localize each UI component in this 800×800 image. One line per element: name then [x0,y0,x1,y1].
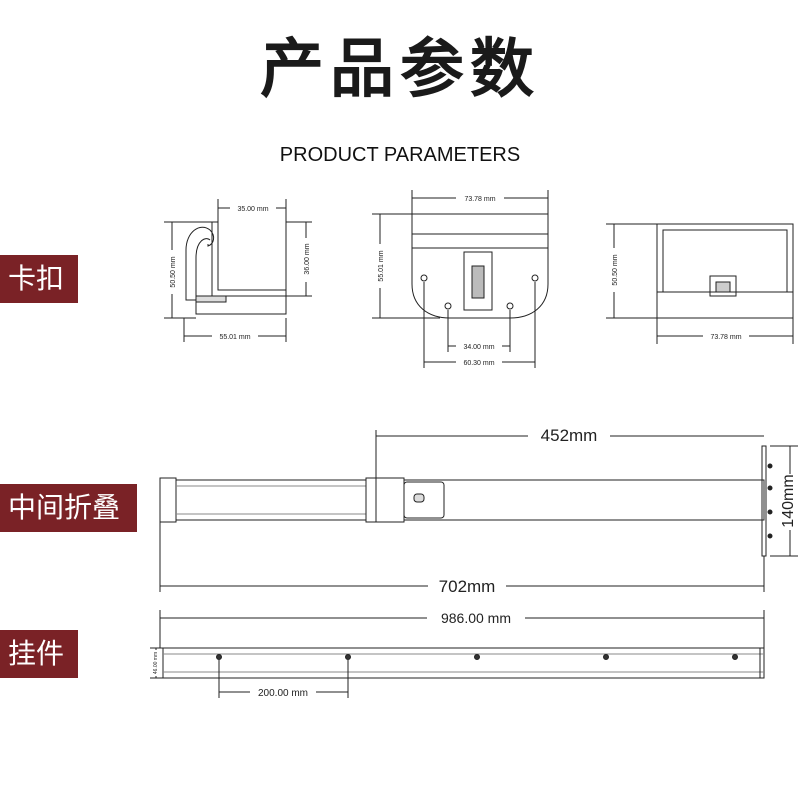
rail-hole [216,654,222,660]
dim-back-height: 50.50 mm [612,254,619,285]
hook-profile [185,226,215,251]
hang-rail [150,610,765,698]
fold-rod [159,430,798,592]
dim-side-top: 35.00 mm [237,206,268,213]
page-subtitle: PRODUCT PARAMETERS [279,144,521,166]
mount-hole [506,302,514,310]
rail-body [162,647,765,679]
dim-side-height: 50.50 mm [170,256,177,287]
back-clip-inner [715,281,731,293]
front-slot-insert [471,265,485,299]
clip-back-view [606,223,794,344]
dim-front-height: 55.01 mm [378,250,385,281]
dim-side-width: 55.01 mm [219,334,250,341]
dim-hang-height: 46.00 mm [153,652,159,674]
dim-front-hole-inner: 34.00 mm [463,344,494,351]
front-slot [463,251,493,311]
dim-extension: 452mm [541,426,598,445]
dim-front-hole-outer: 60.30 mm [463,360,494,367]
dim-hang-spacing: 200.00 mm [258,688,308,699]
mount-hole [420,274,428,282]
back-clip-tab [709,275,737,297]
rod-inner-tube [403,479,765,521]
rail-hole [474,654,480,660]
hook-body [185,238,211,301]
mount-hole [531,274,539,282]
front-top-plate [411,213,549,235]
dim-side-inner-height: 36.00 mm [304,243,311,274]
dim-fold-height: 140mm [780,474,797,527]
rod-joint-sleeve [375,477,405,523]
rail-hole [603,654,609,660]
section-label-clip: 卡扣 [0,255,78,303]
bracket-base-step [195,295,227,303]
front-top-lip [411,233,549,249]
dim-front-width: 73.78 mm [464,196,495,203]
rod-latch-button [413,493,425,503]
clip-side-view [164,199,312,342]
page-title: 产品参数 [260,33,540,107]
rod-end-cap [159,477,177,523]
bracket-profile [211,221,287,297]
section-label-fold: 中间折叠 [0,484,137,532]
dim-back-width: 73.78 mm [710,334,741,341]
rod-joint [365,477,377,523]
back-body [656,223,794,319]
bracket-base [195,295,287,315]
rail-hole [345,654,351,660]
mount-hole [444,302,452,310]
rail-hole [732,654,738,660]
dim-hang-length: 986.00 mm [441,610,511,626]
section-label-hang: 挂件 [0,630,78,678]
dim-total-length: 702mm [439,577,496,596]
